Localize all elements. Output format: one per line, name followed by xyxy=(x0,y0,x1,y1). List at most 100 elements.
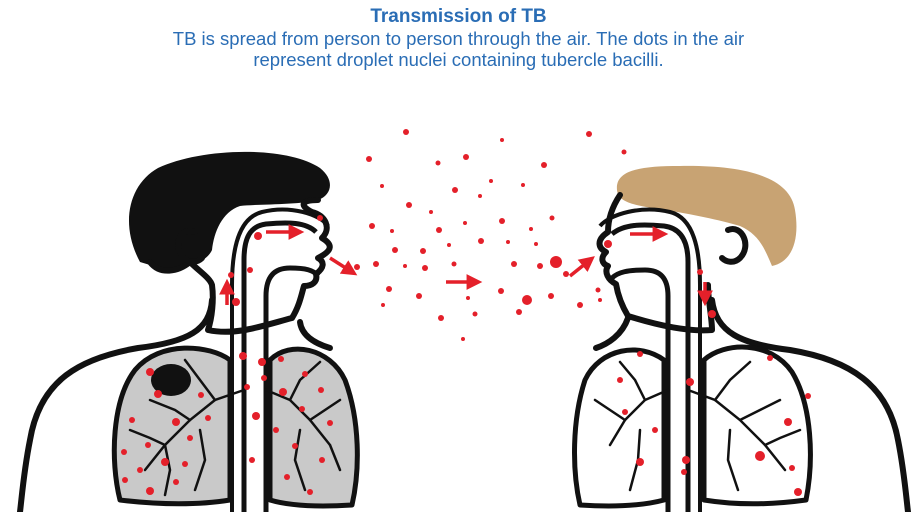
droplet xyxy=(598,298,602,302)
droplet xyxy=(198,392,204,398)
left-lung-left-side xyxy=(270,349,357,506)
droplet xyxy=(461,337,465,341)
droplet xyxy=(228,272,234,278)
droplet xyxy=(172,418,180,426)
droplet xyxy=(254,232,262,240)
droplet xyxy=(473,312,478,317)
droplet xyxy=(489,179,493,183)
droplet xyxy=(637,351,643,357)
droplet xyxy=(577,302,583,308)
droplet xyxy=(521,183,525,187)
droplet xyxy=(317,215,323,221)
droplet xyxy=(299,406,305,412)
droplet xyxy=(390,229,394,233)
droplet xyxy=(146,487,154,495)
droplet xyxy=(466,296,470,300)
exposed-person xyxy=(575,166,908,512)
droplet xyxy=(307,489,313,495)
droplet xyxy=(755,451,765,461)
droplet xyxy=(622,150,627,155)
droplet xyxy=(369,223,375,229)
droplet xyxy=(380,184,384,188)
droplet xyxy=(548,293,554,299)
droplet xyxy=(187,435,193,441)
droplet xyxy=(406,202,412,208)
droplet xyxy=(563,271,569,277)
droplet xyxy=(354,264,360,270)
droplet xyxy=(261,375,267,381)
droplet xyxy=(767,355,773,361)
droplet xyxy=(232,298,240,306)
droplet xyxy=(319,457,325,463)
droplet xyxy=(273,427,279,433)
droplet xyxy=(146,368,154,376)
droplet xyxy=(452,262,457,267)
droplet xyxy=(478,238,484,244)
right-ear xyxy=(722,229,745,262)
droplet xyxy=(534,242,538,246)
droplet xyxy=(522,295,532,305)
droplet xyxy=(278,356,284,362)
droplet xyxy=(708,310,716,318)
droplet xyxy=(416,293,422,299)
droplet xyxy=(447,243,451,247)
droplet xyxy=(697,269,703,275)
droplet xyxy=(403,264,407,268)
droplet xyxy=(436,161,441,166)
droplet xyxy=(516,309,522,315)
infectious-person xyxy=(20,152,357,512)
droplet xyxy=(258,358,266,366)
droplet xyxy=(682,456,690,464)
droplet xyxy=(500,138,504,142)
droplet xyxy=(681,469,687,475)
droplet xyxy=(463,154,469,160)
droplet xyxy=(244,384,250,390)
droplet xyxy=(121,449,127,455)
droplet xyxy=(392,247,398,253)
droplet xyxy=(686,378,694,386)
droplet xyxy=(292,443,298,449)
droplet xyxy=(137,467,143,473)
droplet xyxy=(249,457,255,463)
droplet xyxy=(794,488,802,496)
droplet xyxy=(789,465,795,471)
droplet xyxy=(550,256,562,268)
droplet xyxy=(366,156,372,162)
droplet xyxy=(636,458,644,466)
arrow-exhale xyxy=(330,258,352,272)
right-hair xyxy=(617,166,797,266)
droplet xyxy=(452,187,458,193)
droplet xyxy=(327,420,333,426)
droplet xyxy=(805,393,811,399)
droplet xyxy=(604,240,612,248)
droplet xyxy=(182,461,188,467)
droplet xyxy=(529,227,533,231)
droplet xyxy=(537,263,543,269)
droplet xyxy=(436,227,442,233)
droplet xyxy=(652,427,658,433)
droplet xyxy=(506,240,510,244)
droplet xyxy=(511,261,517,267)
arrow-inhale xyxy=(570,260,590,276)
droplet xyxy=(429,210,433,214)
droplet xyxy=(622,409,628,415)
droplet xyxy=(784,418,792,426)
droplet xyxy=(205,415,211,421)
droplet xyxy=(284,474,290,480)
droplet xyxy=(239,352,247,360)
droplet xyxy=(373,261,379,267)
droplet xyxy=(381,303,385,307)
droplet xyxy=(161,458,169,466)
droplet xyxy=(318,387,324,393)
droplet xyxy=(422,265,428,271)
droplet xyxy=(498,288,504,294)
right-lung-left-side xyxy=(704,347,810,504)
droplet xyxy=(247,267,253,273)
droplet xyxy=(596,288,601,293)
droplet xyxy=(617,377,623,383)
droplet xyxy=(499,218,505,224)
droplet xyxy=(145,442,151,448)
droplet xyxy=(129,417,135,423)
